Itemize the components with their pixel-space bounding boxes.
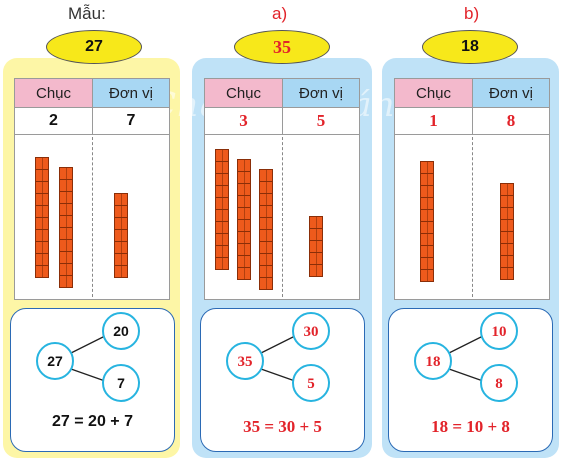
model-equation: 27 = 20 + 7 [52, 413, 133, 430]
tens-rod [59, 167, 73, 288]
bond-diagram: 35 30 5 [226, 312, 330, 402]
bond-whole: 35 [238, 354, 253, 370]
model-number-oval: 27 [46, 30, 142, 64]
tens-header: Chục [205, 79, 282, 107]
units-header: Đơn vị [92, 79, 169, 107]
bond-part-2: 8 [495, 376, 503, 392]
bond-part-1: 10 [492, 324, 507, 340]
part-b-number-oval: 18 [422, 30, 518, 64]
units-value: 7 [92, 107, 169, 135]
tens-value: 1 [395, 107, 472, 135]
model-caption: Mẫu: [68, 4, 106, 23]
bond-diagram: 27 20 7 [36, 312, 140, 402]
bond-part-1: 30 [304, 324, 319, 340]
units-value: 8 [472, 107, 549, 135]
column-divider [92, 137, 93, 297]
bond-part-2: 5 [307, 376, 315, 392]
bond-diagram: 18 10 8 [414, 312, 518, 402]
part-b-number-bond: 18 10 8 18 = 10 + 8 [388, 308, 553, 452]
units-value: 5 [282, 107, 359, 135]
tens-rod [35, 157, 49, 278]
tens-rod [259, 169, 273, 290]
units-cubes [114, 193, 128, 278]
part-a-caption: a) [272, 4, 288, 23]
column-divider [472, 137, 473, 297]
part-b-equation: 18 = 10 + 8 [431, 417, 510, 436]
tens-rod [237, 159, 251, 280]
model-number-bond: 27 20 7 27 = 20 + 7 [10, 308, 175, 452]
units-cubes [309, 216, 323, 277]
tens-header: Chục [395, 79, 472, 107]
tens-rod [215, 149, 229, 270]
model-place-value-table: Chục Đơn vị 2 7 [14, 78, 170, 300]
bond-part-2: 7 [117, 375, 125, 391]
bond-whole: 18 [426, 354, 441, 370]
units-header: Đơn vị [282, 79, 359, 107]
part-a-place-value-table: Chục Đơn vị 3 5 [204, 78, 360, 300]
tens-value: 2 [15, 107, 92, 135]
part-b-place-value-table: Chục Đơn vị 1 8 [394, 78, 550, 300]
column-divider [282, 137, 283, 297]
tens-value: 3 [205, 107, 282, 135]
tens-header: Chục [15, 79, 92, 107]
units-cubes [500, 183, 514, 280]
units-header: Đơn vị [472, 79, 549, 107]
tens-rod [420, 161, 434, 282]
part-a-number-oval: 35 [234, 30, 330, 64]
bond-part-1: 20 [113, 323, 129, 339]
part-b-caption: b) [464, 4, 480, 23]
part-a-number-bond: 35 30 5 35 = 30 + 5 [200, 308, 365, 452]
bond-whole: 27 [47, 353, 63, 369]
part-a-equation: 35 = 30 + 5 [243, 417, 322, 436]
